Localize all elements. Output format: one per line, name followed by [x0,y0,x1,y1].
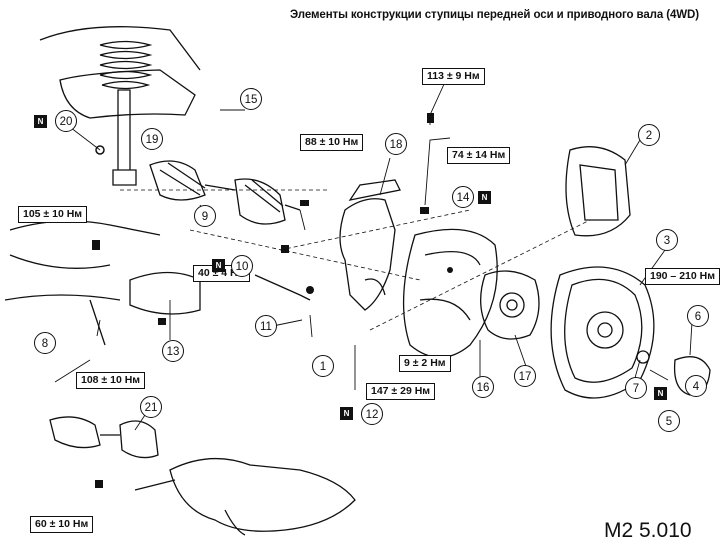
bolt-icon [300,200,309,206]
part-number-15: 15 [240,88,262,110]
lock-nut [636,350,650,364]
part-number-13: 13 [162,340,184,362]
ball-joint-icon [306,286,314,294]
part-number-2: 2 [638,124,660,146]
part-number-21: 21 [140,396,162,418]
brake-caliper [565,146,631,237]
torque-label-108: 108 ± 10 Нм [76,372,146,389]
part-number-4: 4 [685,375,707,397]
wheel-hub [480,270,540,340]
part-number-18: 18 [385,133,407,155]
part-number-20: 20 [55,110,77,132]
part-number-5: 5 [658,410,680,432]
diagram-title: Элементы конструкции ступицы передней ос… [290,9,699,21]
part-number-7: 7 [625,377,647,399]
part-number-12: 12 [361,403,383,425]
bolt-icon [427,113,434,123]
bolt-icon [92,240,100,250]
torque-label-105: 105 ± 10 Нм [18,206,88,223]
snap-ring-icon [95,145,105,155]
part-number-9: 9 [194,205,216,227]
part-number-6: 6 [687,305,709,327]
nut-icon [420,207,429,214]
upper-arm [59,69,196,119]
part-number-8: 8 [34,332,56,354]
shock-absorber [112,89,137,186]
drive-shaft [149,160,301,225]
nut-icon [281,245,289,253]
torque-label-60: 60 ± 10 Нм [30,516,94,533]
dust-shield [402,228,498,358]
part-number-19: 19 [141,128,163,150]
frame-member [4,26,201,301]
figure-code: M2 5.010 [604,519,692,542]
coil-spring [99,40,153,90]
part-number-11: 11 [255,315,277,337]
torque-label-9: 9 ± 2 Нм [399,355,451,372]
new-part-marker-10: N [212,259,225,272]
tie-rod [254,274,311,301]
front-differential [134,457,356,536]
screw-icon [447,267,453,273]
new-part-marker-20: N [34,115,47,128]
torque-label-147: 147 ± 29 Нм [366,383,436,400]
lower-drive-shaft [49,416,159,459]
nut-icon [158,318,166,325]
steering-knuckle [339,198,396,311]
part-number-1: 1 [312,355,334,377]
new-part-marker-12: N [340,407,353,420]
part-number-14: 14 [452,186,474,208]
torque-label-190-210: 190 – 210 Нм [645,268,720,285]
torque-label-88: 88 ± 10 Нм [300,134,364,151]
torque-label-113: 113 ± 9 Нм [422,68,485,85]
part-number-10: 10 [231,255,253,277]
new-part-marker-5: N [654,387,667,400]
new-part-marker-14: N [478,191,491,204]
part-number-16: 16 [472,376,494,398]
torque-label-74: 74 ± 14 Нм [447,147,511,164]
nut-icon [95,480,103,488]
knuckle-bracket [348,179,401,201]
part-number-3: 3 [656,229,678,251]
lower-arm [89,271,201,346]
part-number-17: 17 [514,365,536,387]
